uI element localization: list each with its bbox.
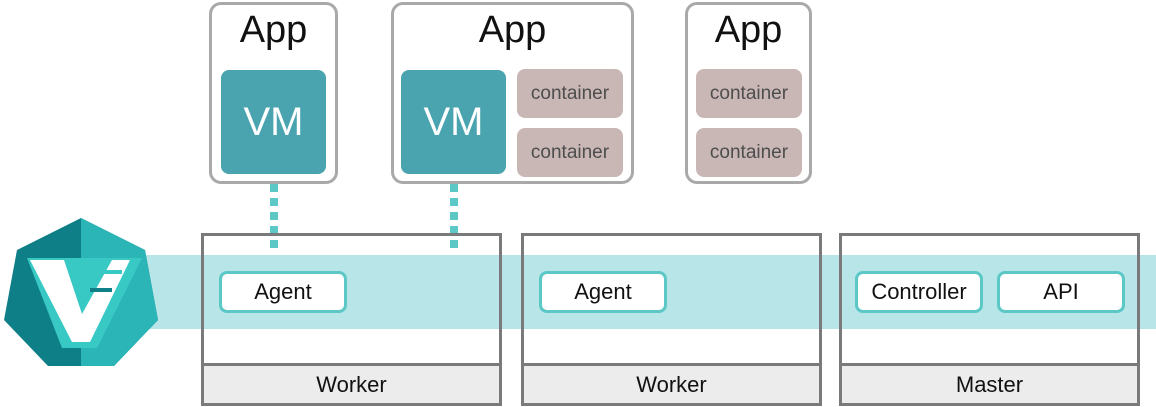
vm-agent-connector [450,184,458,254]
agent-component: Agent [539,271,667,313]
controller-component: Controller [855,271,983,313]
vm-box: VM [221,70,326,174]
node-label: Master [842,363,1137,403]
vm-agent-connector [270,184,278,254]
kubevirt-logo-icon [4,218,158,366]
app-title: App [714,9,783,51]
container-box: container [696,69,802,118]
vm-box: VM [401,70,506,174]
master-node: Master [839,233,1140,406]
app-title: App [478,9,547,51]
worker-node-1: Worker [201,233,502,406]
api-component: API [997,271,1125,313]
container-box: container [517,69,623,118]
container-box: container [517,128,623,177]
app-title: App [239,9,308,51]
node-label: Worker [204,363,499,403]
node-label: Worker [524,363,819,403]
container-box: container [696,128,802,177]
agent-component: Agent [219,271,347,313]
worker-node-2: Worker [521,233,822,406]
